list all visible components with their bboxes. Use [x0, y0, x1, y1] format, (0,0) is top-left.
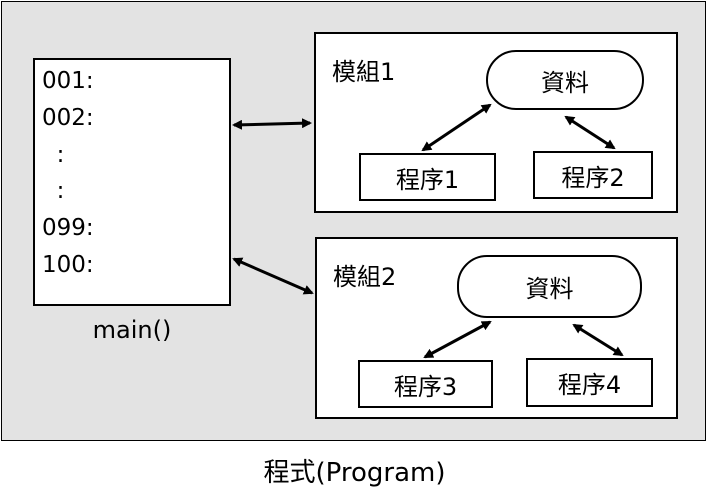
arrow-data2-proc3 — [423, 320, 492, 359]
procedure-2-box: 程序2 — [533, 151, 653, 199]
module-2-data: 資料 — [457, 255, 642, 318]
main-line: 099: — [42, 215, 94, 241]
procedure-4-box: 程序4 — [526, 358, 653, 407]
module-1-data: 資料 — [486, 50, 644, 110]
arrow-main-module1 — [232, 118, 312, 130]
main-line: 100: — [42, 252, 94, 278]
main-caption: main() — [92, 316, 172, 344]
main-line: : — [42, 178, 65, 204]
main-line: 002: — [42, 105, 94, 131]
arrow-data2-proc4 — [572, 323, 624, 357]
arrow-data1-proc1 — [421, 103, 492, 152]
main-line: 001: — [42, 68, 94, 94]
main-function-box: 001: 002: : : 099: 100: — [33, 58, 231, 306]
module-1-title: 模組1 — [332, 58, 396, 86]
program-caption: 程式(Program) — [263, 458, 446, 488]
main-line: : — [42, 142, 65, 168]
procedure-3-box: 程序3 — [358, 360, 493, 408]
arrow-data1-proc2 — [564, 115, 616, 150]
arrow-main-module2 — [232, 257, 314, 295]
module-1-box: 模組1 資料 程序1 程序2 — [314, 32, 678, 213]
procedure-1-box: 程序1 — [359, 153, 496, 201]
module-2-title: 模組2 — [333, 263, 397, 291]
